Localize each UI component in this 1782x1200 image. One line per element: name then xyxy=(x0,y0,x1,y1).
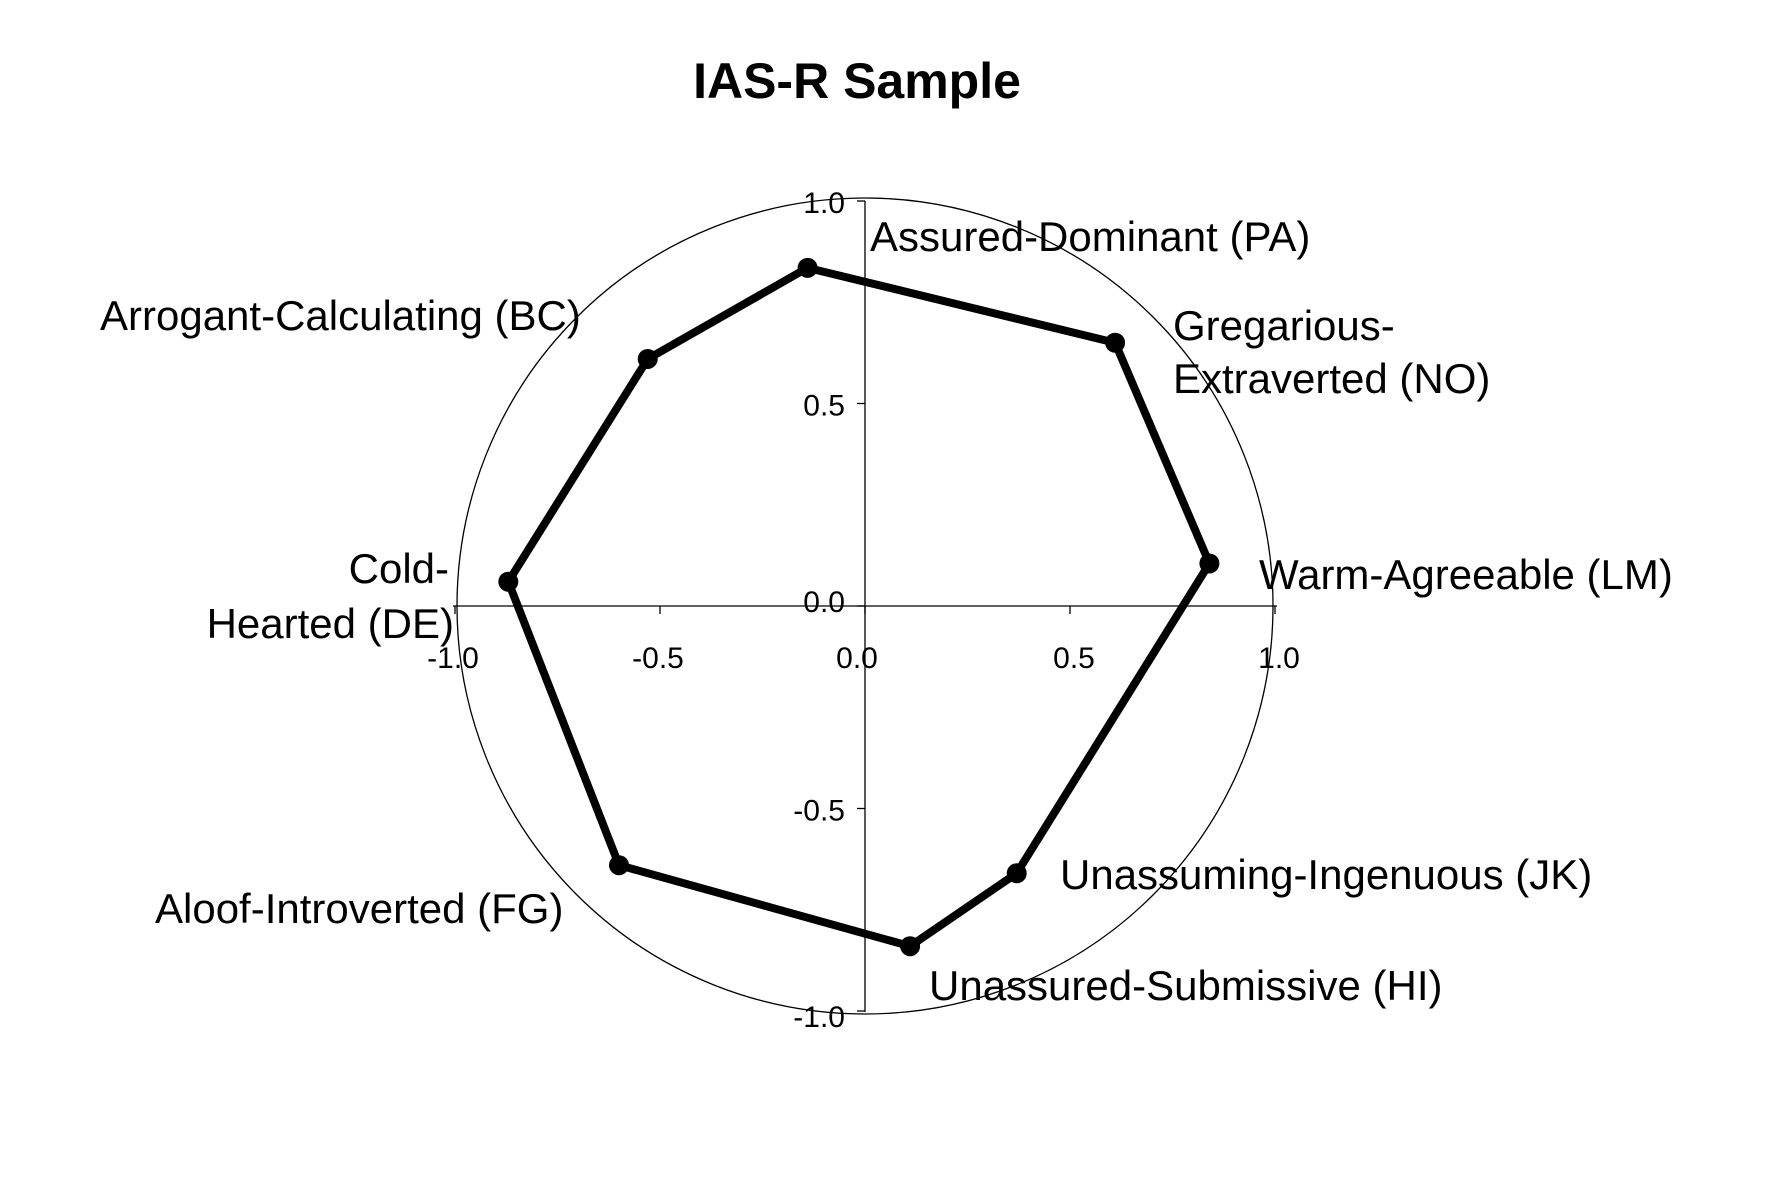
label-no-line2: Extraverted (NO) xyxy=(1173,355,1490,402)
x-tick-label: 0.5 xyxy=(1053,642,1095,675)
label-lm: Warm-Agreeable (LM) xyxy=(1259,551,1673,598)
data-point xyxy=(1105,332,1126,353)
data-point xyxy=(498,571,519,592)
x-tick-label: -0.5 xyxy=(632,642,684,675)
y-tick-label: -0.5 xyxy=(793,795,845,828)
label-pa: Assured-Dominant (PA) xyxy=(870,213,1310,260)
label-fg: Aloof-Introverted (FG) xyxy=(155,885,563,932)
chart-title: IAS-R Sample xyxy=(693,53,1021,109)
label-no-line1: Gregarious- xyxy=(1173,302,1395,349)
series-line xyxy=(504,263,1214,951)
label-hi: Unassured-Submissive (HI) xyxy=(929,962,1442,1009)
label-de-line2: Hearted (DE) xyxy=(207,600,454,647)
data-point xyxy=(1199,553,1220,574)
y-tick-label: -1.0 xyxy=(793,1001,845,1034)
data-point xyxy=(797,257,818,278)
y-tick-label: 1.0 xyxy=(803,187,845,220)
label-bc: Arrogant-Calculating (BC) xyxy=(100,292,581,339)
data-point xyxy=(637,348,658,369)
x-tick-label: 0.0 xyxy=(836,642,878,675)
x-tick-label: 1.0 xyxy=(1258,642,1300,675)
y-tick-label: 0.5 xyxy=(803,390,845,423)
data-point xyxy=(609,855,629,876)
label-jk: Unassuming-Ingenuous (JK) xyxy=(1060,851,1592,898)
data-point xyxy=(1006,863,1027,884)
data-point xyxy=(900,936,921,957)
label-de-line1: Cold- xyxy=(349,545,449,592)
x-tick-label: -1.0 xyxy=(427,642,479,675)
y-tick-label: 0.0 xyxy=(803,586,845,619)
